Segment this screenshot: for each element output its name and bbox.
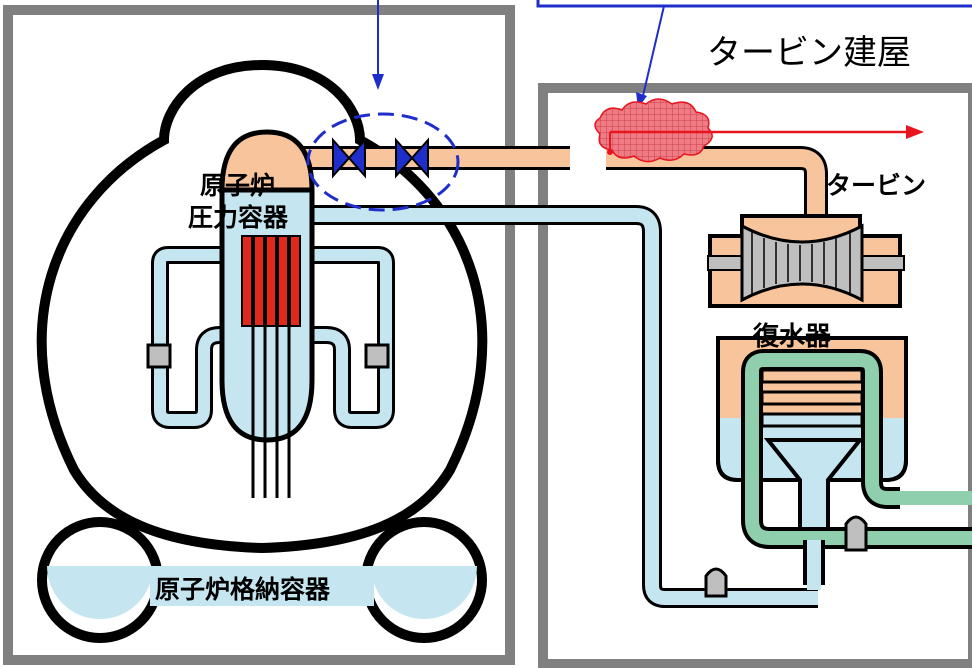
isolation-valve-icon xyxy=(395,137,429,179)
callout-arrowhead-valve xyxy=(372,74,384,90)
recirculation-loop-left xyxy=(151,246,250,429)
fuel-assemblies xyxy=(241,235,301,327)
label-turbine-building: タービン建屋 xyxy=(707,33,911,73)
turbine-building-wall xyxy=(538,83,972,668)
control-rods xyxy=(251,326,291,498)
recirculation-loop-right xyxy=(296,246,395,429)
isolation-valve-icon xyxy=(332,137,366,179)
leak-arrowhead xyxy=(906,125,924,139)
valve-highlight-ellipse xyxy=(306,112,460,212)
reactor-building-wall xyxy=(3,5,515,665)
condenser xyxy=(716,336,972,549)
callout-line-leak xyxy=(641,5,665,101)
label-reactor-pressure-vessel-line1: 原子炉 xyxy=(200,171,275,200)
pump-icon xyxy=(704,567,728,598)
label-containment-vessel: 原子炉格納容器 xyxy=(155,575,331,604)
callout-box-edge xyxy=(536,0,972,8)
pump-icon xyxy=(146,343,172,369)
label-reactor-pressure-vessel-line2: 圧力容器 xyxy=(188,203,289,232)
pump-icon xyxy=(844,515,868,552)
pump-icon xyxy=(364,343,390,369)
turbine xyxy=(707,214,905,308)
label-turbine: タービン xyxy=(826,171,926,200)
label-condenser: 復水器 xyxy=(752,321,832,352)
